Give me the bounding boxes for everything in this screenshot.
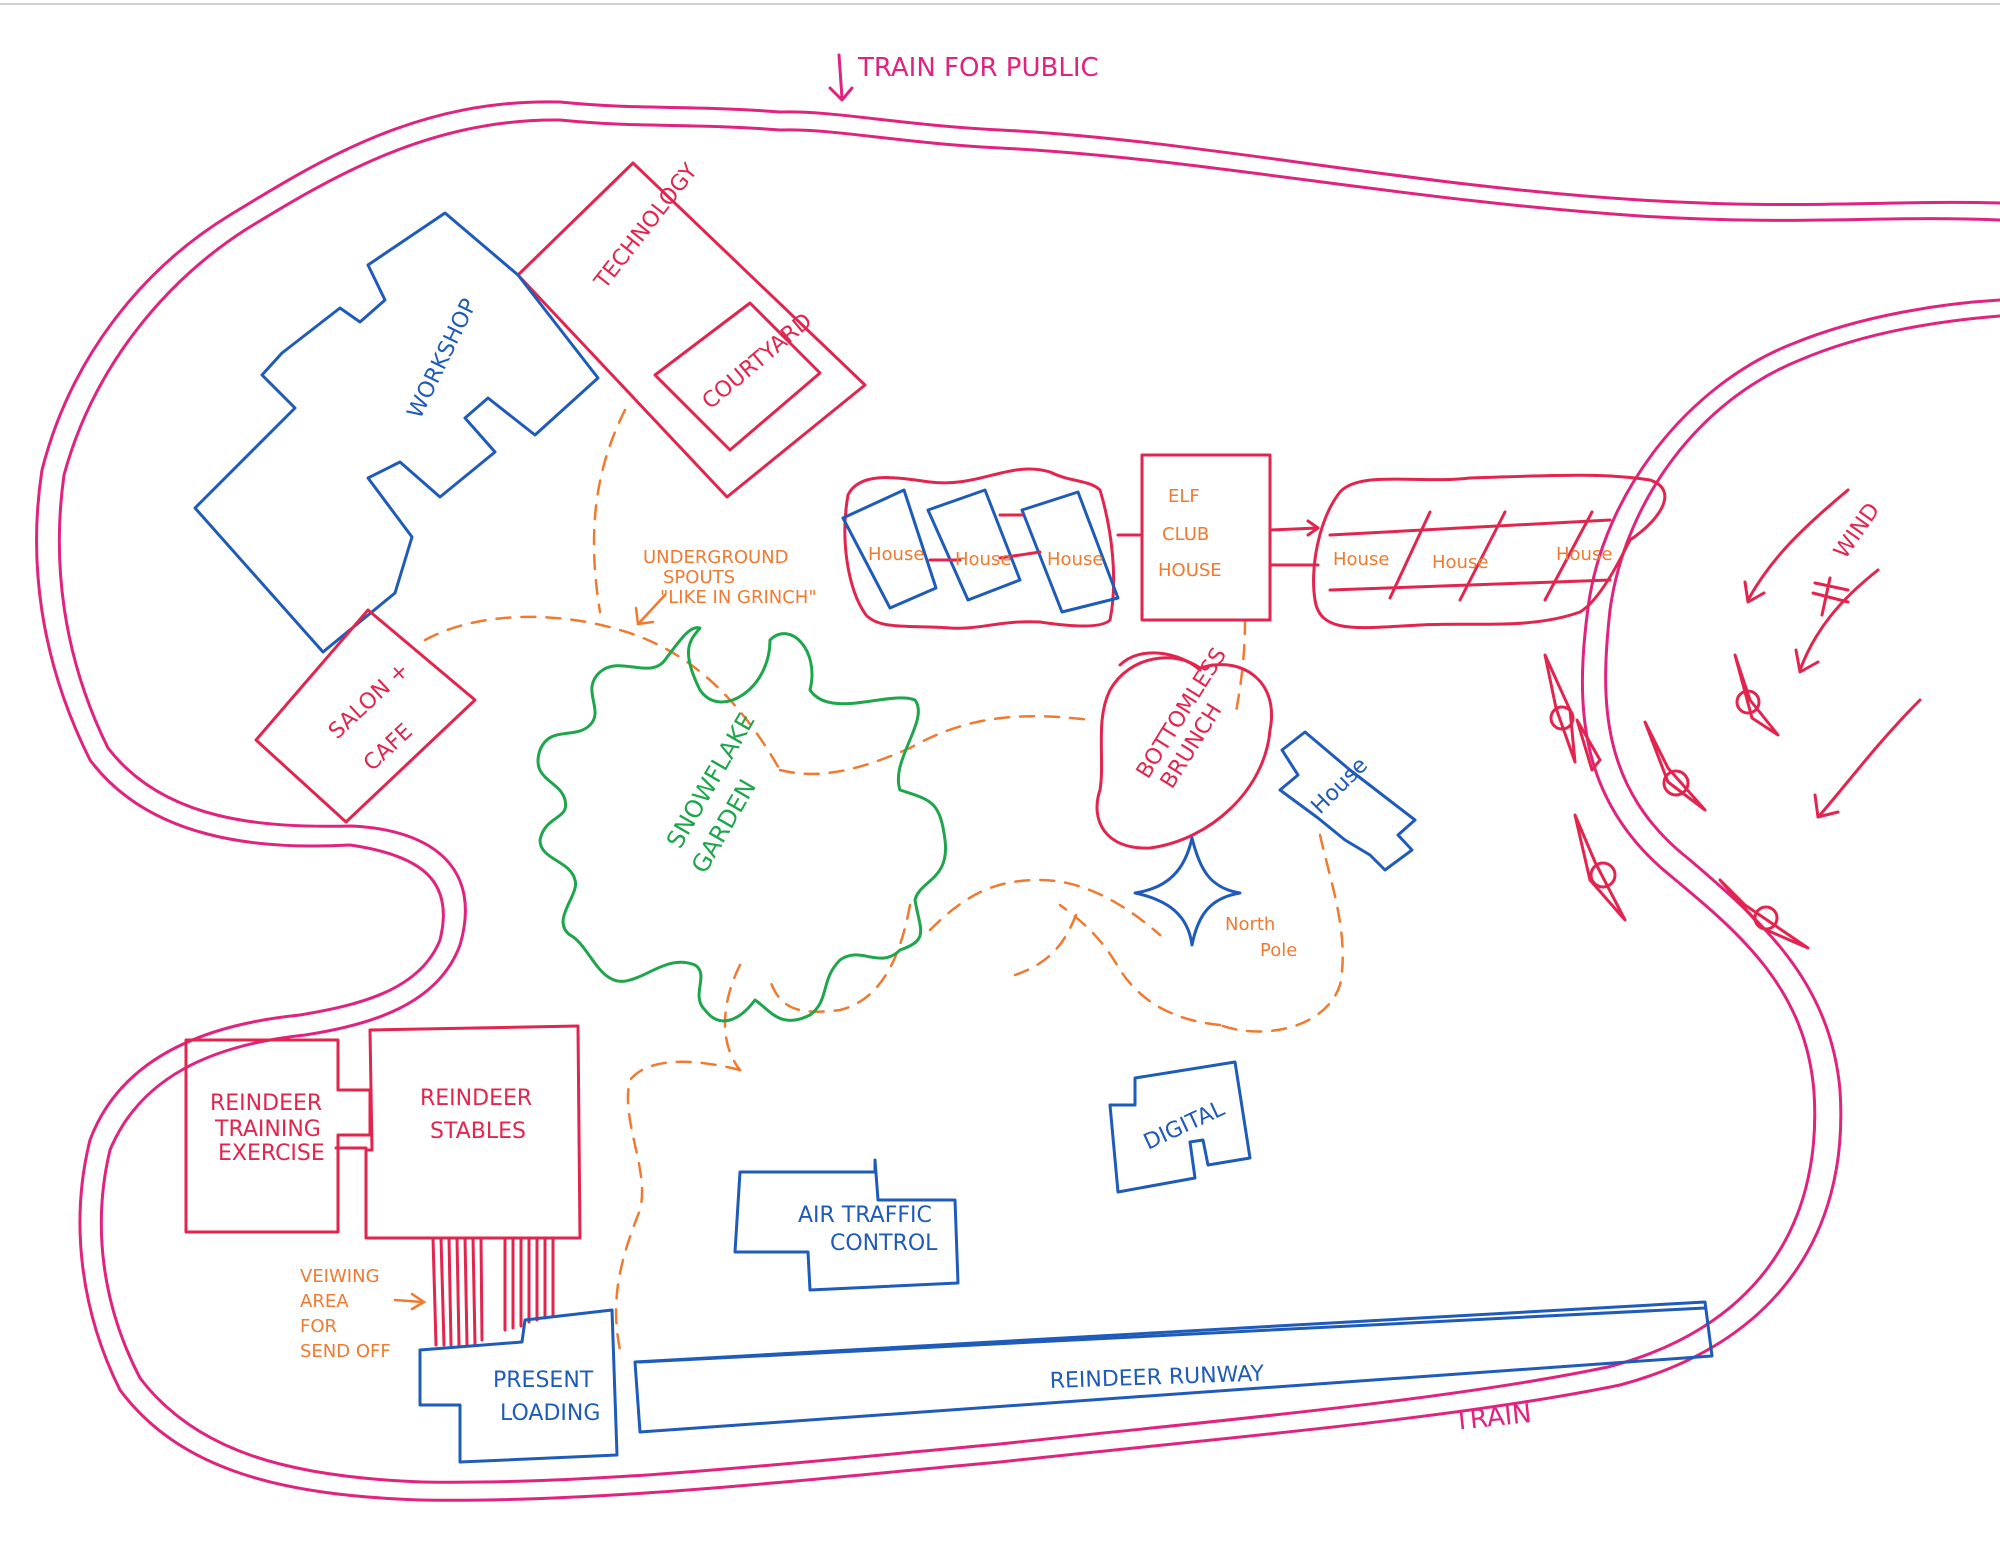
underground-label-1: UNDERGROUND bbox=[643, 547, 789, 568]
wind-turbines bbox=[1543, 653, 1810, 950]
turbine-4-hub bbox=[1589, 861, 1617, 889]
underground-label-2: SPOUTS bbox=[663, 567, 735, 588]
air-label-2: CONTROL bbox=[830, 1231, 938, 1256]
present-label-1: PRESENT bbox=[493, 1368, 594, 1393]
viewing-area-stripes bbox=[431, 1236, 555, 1347]
house-label-6: House bbox=[1556, 544, 1612, 565]
digital-building bbox=[1108, 1060, 1252, 1194]
salon-label-2: CAFE bbox=[359, 719, 418, 776]
north-pole-label-1: North bbox=[1225, 914, 1275, 935]
wind-label: WIND bbox=[1829, 499, 1885, 564]
workshop-building bbox=[193, 211, 600, 654]
viewing-label-4: SEND OFF bbox=[300, 1341, 391, 1362]
present-label-2: LOADING bbox=[500, 1401, 600, 1426]
spouts-arrow bbox=[638, 593, 667, 624]
air-label-1: AIR TRAFFIC bbox=[798, 1203, 932, 1228]
elf-connector-arrow bbox=[1268, 526, 1320, 532]
house-label-1: House bbox=[868, 544, 924, 565]
viewing-label-2: AREA bbox=[300, 1291, 349, 1312]
elf-label-3: HOUSE bbox=[1158, 560, 1222, 581]
house-label-5: House bbox=[1432, 552, 1488, 573]
elf-club-house-building bbox=[1140, 453, 1272, 622]
stables-label-2: STABLES bbox=[430, 1119, 526, 1144]
wind-arrows bbox=[1743, 488, 1922, 819]
snowflake-garden bbox=[536, 626, 948, 1023]
north-pole-star bbox=[1133, 836, 1242, 947]
present-loading-building bbox=[418, 1308, 619, 1464]
training-label-1: REINDEER bbox=[210, 1091, 322, 1116]
technology-label: TECHNOLOGY bbox=[589, 159, 703, 295]
train-track bbox=[35, 100, 2000, 1502]
workshop-label: WORKSHOP bbox=[403, 295, 482, 423]
train-public-arrow bbox=[828, 53, 854, 102]
elf-label-2: CLUB bbox=[1162, 524, 1209, 545]
stables-label-1: REINDEER bbox=[420, 1086, 532, 1111]
digital-label: DIGITAL bbox=[1140, 1096, 1229, 1155]
training-label-2: TRAINING bbox=[214, 1117, 321, 1142]
underground-paths bbox=[423, 408, 1344, 1352]
turbine-2-hub bbox=[1735, 689, 1761, 715]
elf-label-1: ELF bbox=[1168, 486, 1200, 507]
underground-label-3: "LIKE IN GRINCH" bbox=[660, 587, 817, 608]
courtyard-label: COURTYARD bbox=[698, 309, 817, 415]
training-label-3: EXERCISE bbox=[218, 1141, 325, 1166]
train-bottom-label: TRAIN bbox=[1452, 1399, 1534, 1437]
turbine-5-hub bbox=[1753, 905, 1779, 931]
house-label-2: House bbox=[955, 549, 1011, 570]
left-houses-cluster bbox=[841, 467, 1144, 630]
air-traffic-control-building bbox=[733, 1158, 960, 1292]
viewing-label-3: FOR bbox=[300, 1316, 337, 1337]
spouts-arrowhead bbox=[634, 606, 655, 626]
viewing-label-1: VEIWING bbox=[300, 1266, 380, 1287]
reindeer-runway bbox=[633, 1300, 1714, 1434]
viewing-arrow bbox=[393, 1298, 424, 1304]
salon-cafe-building bbox=[254, 608, 477, 824]
turbine-3-hub bbox=[1662, 769, 1690, 797]
right-houses-cluster bbox=[1312, 473, 1667, 630]
house-label-3: House bbox=[1047, 549, 1103, 570]
reindeer-stables-building bbox=[364, 1024, 582, 1240]
north-pole-label-2: Pole bbox=[1260, 940, 1297, 961]
house-label-4: House bbox=[1333, 549, 1389, 570]
reindeer-training-building bbox=[184, 1038, 372, 1234]
turbine-1-hub bbox=[1549, 705, 1575, 731]
technology-building bbox=[516, 161, 867, 499]
small-house-building bbox=[1278, 730, 1417, 872]
train-public-label: TRAIN FOR PUBLIC bbox=[857, 53, 1099, 83]
